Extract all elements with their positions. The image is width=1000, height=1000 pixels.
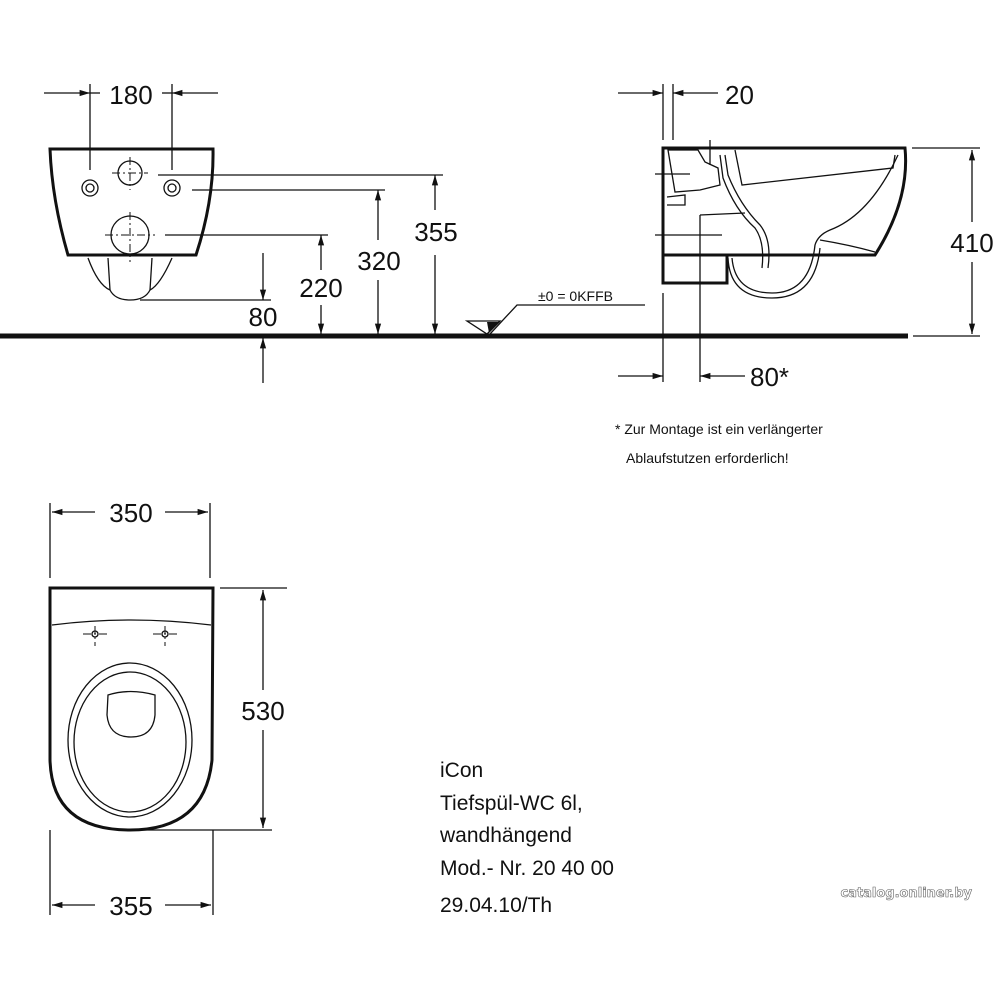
bowl-water-area xyxy=(106,690,156,738)
product-type: Tiefspül-WC 6l, xyxy=(440,792,583,815)
dim-height-320: 320 xyxy=(357,246,400,276)
title-block: iCon Tiefspül-WC 6l, wandhängend Mod.- N… xyxy=(439,759,614,917)
side-trap xyxy=(731,154,899,294)
watermark: catalog.onliner.by xyxy=(840,886,972,901)
seat-ring-outer xyxy=(67,662,193,818)
side-view: 20 80* 410 * Zur Montage ist ein verläng… xyxy=(615,80,994,466)
front-outlet-stub xyxy=(87,257,173,301)
fixing-hole-right xyxy=(163,179,181,197)
model-number: Mod.- Nr. 20 40 00 xyxy=(440,857,614,880)
footnote-line-1: * Zur Montage ist ein verlängerter xyxy=(615,421,823,437)
front-body-outline xyxy=(48,147,215,257)
product-name: iCon xyxy=(440,759,483,782)
seat-ring-inner xyxy=(73,671,187,813)
dim-drain-offset: 80* xyxy=(750,362,789,392)
top-body-outline xyxy=(48,586,215,832)
dim-height-220: 220 xyxy=(299,273,342,303)
dim-wall-gap: 20 xyxy=(725,80,754,110)
dim-depth-530: 530 xyxy=(241,696,284,726)
side-body-outline xyxy=(661,146,908,257)
top-view: 350 530 355 xyxy=(48,498,287,921)
dim-width-355: 355 xyxy=(109,891,152,921)
drawing-date: 29.04.10/Th xyxy=(440,894,552,917)
front-view: 180 355 320 220 80 xyxy=(44,80,458,383)
dim-height-355: 355 xyxy=(414,217,457,247)
floor-level-marker: ±0 = 0KFFB xyxy=(464,288,645,335)
dim-hole-spacing: 180 xyxy=(109,80,152,110)
dim-height-80: 80 xyxy=(249,302,278,332)
dim-height-410: 410 xyxy=(950,228,993,258)
dim-width-350: 350 xyxy=(109,498,152,528)
product-mounting: wandhängend xyxy=(439,824,572,847)
fixing-hole-left xyxy=(81,179,99,197)
floor-level-label: ±0 = 0KFFB xyxy=(538,288,613,304)
footnote-line-2: Ablaufstutzen erforderlich! xyxy=(626,450,789,466)
